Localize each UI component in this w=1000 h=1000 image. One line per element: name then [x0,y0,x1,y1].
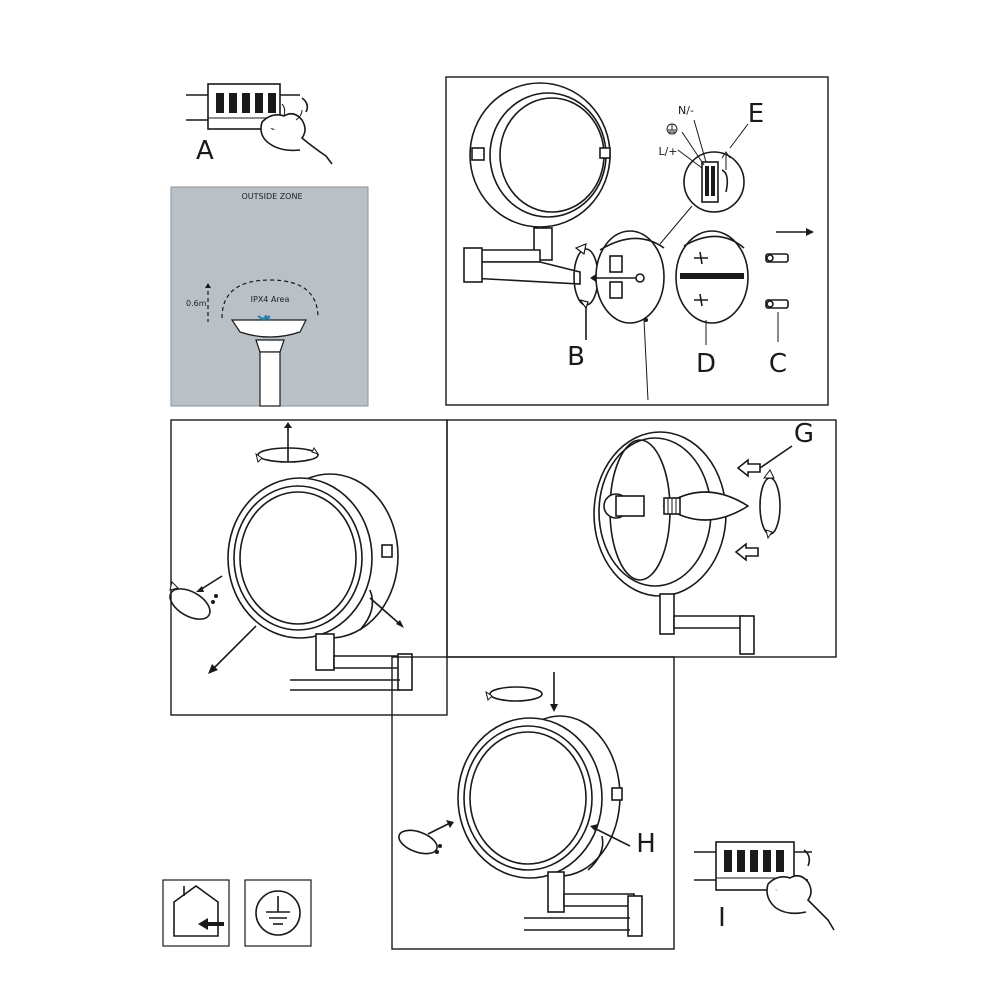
hand-icon [260,103,333,165]
bulb-icon [603,491,750,521]
panel-i: I [694,841,835,933]
wall-plugs-c [765,253,789,342]
rotation-icon [398,820,454,855]
mirror-icon [227,473,399,639]
label-e: E [748,99,764,129]
earth-small-icon [666,123,678,135]
breaker-panel-icon [186,83,309,130]
panel-a: A [186,83,333,166]
panel-mounting: N/- L/+ E B D [445,76,829,406]
swivel-arm [659,593,755,655]
label-b: B [567,342,585,372]
wall-plate [590,230,665,401]
push-arrow [587,824,631,871]
mirror-icon [469,82,611,228]
earth-ground-icon [244,879,312,947]
rotation-b-icon [573,243,599,340]
direction-arrow [776,228,814,236]
mounting-bracket-d [675,230,749,345]
label-h: H [636,829,656,859]
mirror-icon [457,715,623,879]
hand-icon [766,874,835,931]
house-arrow-icon [162,879,230,947]
ipx4-boundary [221,279,319,319]
panel-zone: OUTSIDE ZONE IPX4 Area 0.6m [170,186,369,407]
rotation-icon [169,575,223,620]
rotation-g-icon [759,469,781,540]
panel-disassembly [169,419,448,716]
outside-zone-label: OUTSIDE ZONE [241,192,302,201]
basin-icon [230,314,307,407]
live-label: L/+ [658,145,677,158]
top-rotation-icon [255,422,320,463]
top-rotation-icon [485,672,558,712]
panel-bulb: G [446,419,837,658]
insert-arrows [734,445,793,562]
label-d: D [696,349,716,379]
ipx4-area-label: IPX4 Area [251,295,290,304]
label-a: A [196,136,214,166]
label-g: G [794,419,814,449]
pull-arrows [208,589,404,674]
label-i: I [718,903,726,933]
panel-reassembly: H [391,656,675,950]
neutral-label: N/- [678,104,694,117]
label-c: C [769,349,787,379]
swivel-arm [290,633,413,691]
swivel-arm [463,227,581,285]
swivel-arm [524,871,643,937]
height-label: 0.6m [186,299,207,308]
terminal-block-e [659,119,749,245]
